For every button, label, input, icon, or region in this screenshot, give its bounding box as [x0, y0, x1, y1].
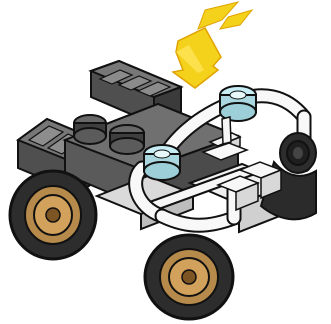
front-right-wheel-icon [145, 235, 233, 319]
front-left-wheel-icon [10, 171, 96, 259]
placement-arrow-icon [173, 2, 252, 88]
